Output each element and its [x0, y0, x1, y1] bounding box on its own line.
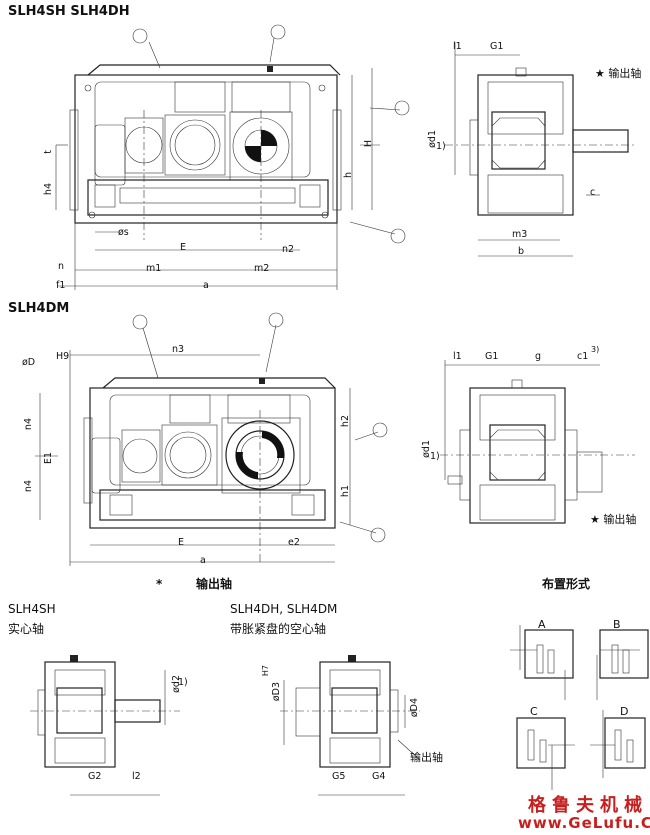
- watermark-url: www.GeLufu.Com: [518, 814, 650, 832]
- dim-H7: H7: [261, 665, 270, 677]
- solid-model: SLH4SH: [8, 602, 56, 616]
- dim-n3: n3: [172, 344, 185, 355]
- hollow-model: SLH4DH, SLH4DM: [230, 602, 338, 616]
- dim-h: h: [343, 172, 354, 179]
- dim-h2: h2: [340, 415, 351, 428]
- output-shaft-label-mid: ★ 输出轴: [590, 513, 637, 526]
- dim-m1: m1: [146, 263, 162, 274]
- dim-h1: h1: [340, 485, 351, 498]
- dim-n4-lower: n4: [23, 480, 34, 493]
- dim-l1: l1: [453, 41, 462, 52]
- dim-g: g: [535, 351, 542, 362]
- dim-G4: G4: [372, 771, 386, 782]
- note-1-mid: 1): [430, 451, 440, 462]
- dim-l1-mid: l1: [453, 351, 462, 362]
- dim-n4-upper: n4: [23, 418, 34, 431]
- note-1-top: 1): [436, 141, 446, 152]
- hollow-desc: 带胀紧盘的空心轴: [230, 622, 327, 636]
- dim-D: øD: [22, 357, 36, 368]
- dim-E1: E1: [43, 452, 54, 465]
- dim-H9: H9: [56, 351, 70, 362]
- dim-m3: m3: [512, 229, 528, 240]
- top-front-view: [55, 24, 410, 290]
- bottom-hollow-view: [280, 655, 421, 796]
- solid-desc: 实心轴: [8, 622, 45, 636]
- bottom-solid-view: [30, 655, 180, 796]
- section-title-dm: SLH4DM: [8, 301, 70, 316]
- watermark-cn: 格鲁夫机械: [528, 795, 648, 816]
- note-3: 3): [591, 345, 600, 354]
- dim-c1: c1: [577, 351, 589, 362]
- arrangement-C: C: [530, 705, 538, 718]
- dim-b: b: [518, 246, 525, 257]
- arrangement-B: B: [613, 618, 621, 631]
- legend-output-shaft: 输出轴: [196, 577, 233, 591]
- dim-s: øs: [118, 227, 129, 238]
- dim-m2: m2: [254, 263, 270, 274]
- dim-H: H: [363, 140, 374, 148]
- mid-side-view: [440, 360, 635, 524]
- dim-t: t: [43, 150, 54, 154]
- arrangement-diagrams: [510, 625, 649, 790]
- arrangement-A: A: [538, 618, 546, 631]
- output-shaft-label-top: ★ 输出轴: [595, 67, 642, 80]
- dim-c: c: [590, 187, 596, 198]
- dim-E-mid: E: [178, 537, 185, 548]
- dim-G1-mid: G1: [485, 351, 499, 362]
- dim-f1: f1: [56, 280, 66, 291]
- dim-a-mid: a: [200, 555, 206, 566]
- dim-l2: l2: [132, 771, 141, 782]
- mid-front-view: [35, 312, 388, 566]
- dim-D3: øD3: [271, 682, 282, 702]
- dim-n2: n2: [282, 244, 295, 255]
- dim-D4: øD4: [409, 698, 420, 718]
- dim-a-top: a: [203, 280, 209, 291]
- top-side-view: [445, 42, 635, 257]
- dim-G2: G2: [88, 771, 102, 782]
- arrangement-D: D: [620, 705, 629, 718]
- dim-n: n: [58, 261, 65, 272]
- dim-G1: G1: [490, 41, 504, 52]
- section-title-sh-dh: SLH4SH SLH4DH: [8, 4, 130, 19]
- dim-E-top: E: [180, 242, 187, 253]
- output-shaft-label-bottom: 输出轴: [410, 751, 443, 764]
- dim-e2: e2: [288, 537, 300, 548]
- note-1-bottom: 1): [178, 677, 188, 688]
- legend-star: *: [156, 577, 163, 591]
- arrangement-title: 布置形式: [542, 577, 591, 591]
- dim-h4: h4: [43, 183, 54, 196]
- dim-G5: G5: [332, 771, 346, 782]
